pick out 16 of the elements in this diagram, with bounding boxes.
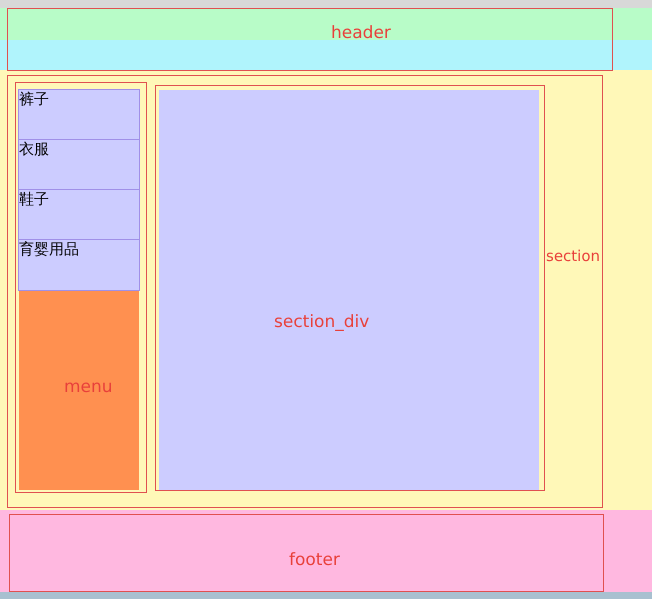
menu-box bbox=[15, 82, 147, 493]
menu-item bbox=[18, 89, 140, 140]
menu-item-label: 裤子 bbox=[19, 90, 49, 108]
box-label: menu bbox=[64, 377, 113, 397]
section-box bbox=[7, 75, 603, 508]
menu-item bbox=[18, 140, 140, 190]
box-label: section bbox=[546, 246, 600, 266]
box-label: header bbox=[331, 23, 391, 43]
box-label: section_div bbox=[274, 312, 370, 332]
header-box bbox=[7, 8, 613, 71]
menu-item-label: 鞋子 bbox=[19, 190, 49, 208]
box-label: footer bbox=[289, 550, 340, 570]
menu-item bbox=[18, 190, 140, 240]
menu-item-label: 育婴用品 bbox=[19, 240, 79, 258]
menu-item-label: 衣服 bbox=[19, 140, 49, 158]
menu-item bbox=[18, 240, 140, 291]
